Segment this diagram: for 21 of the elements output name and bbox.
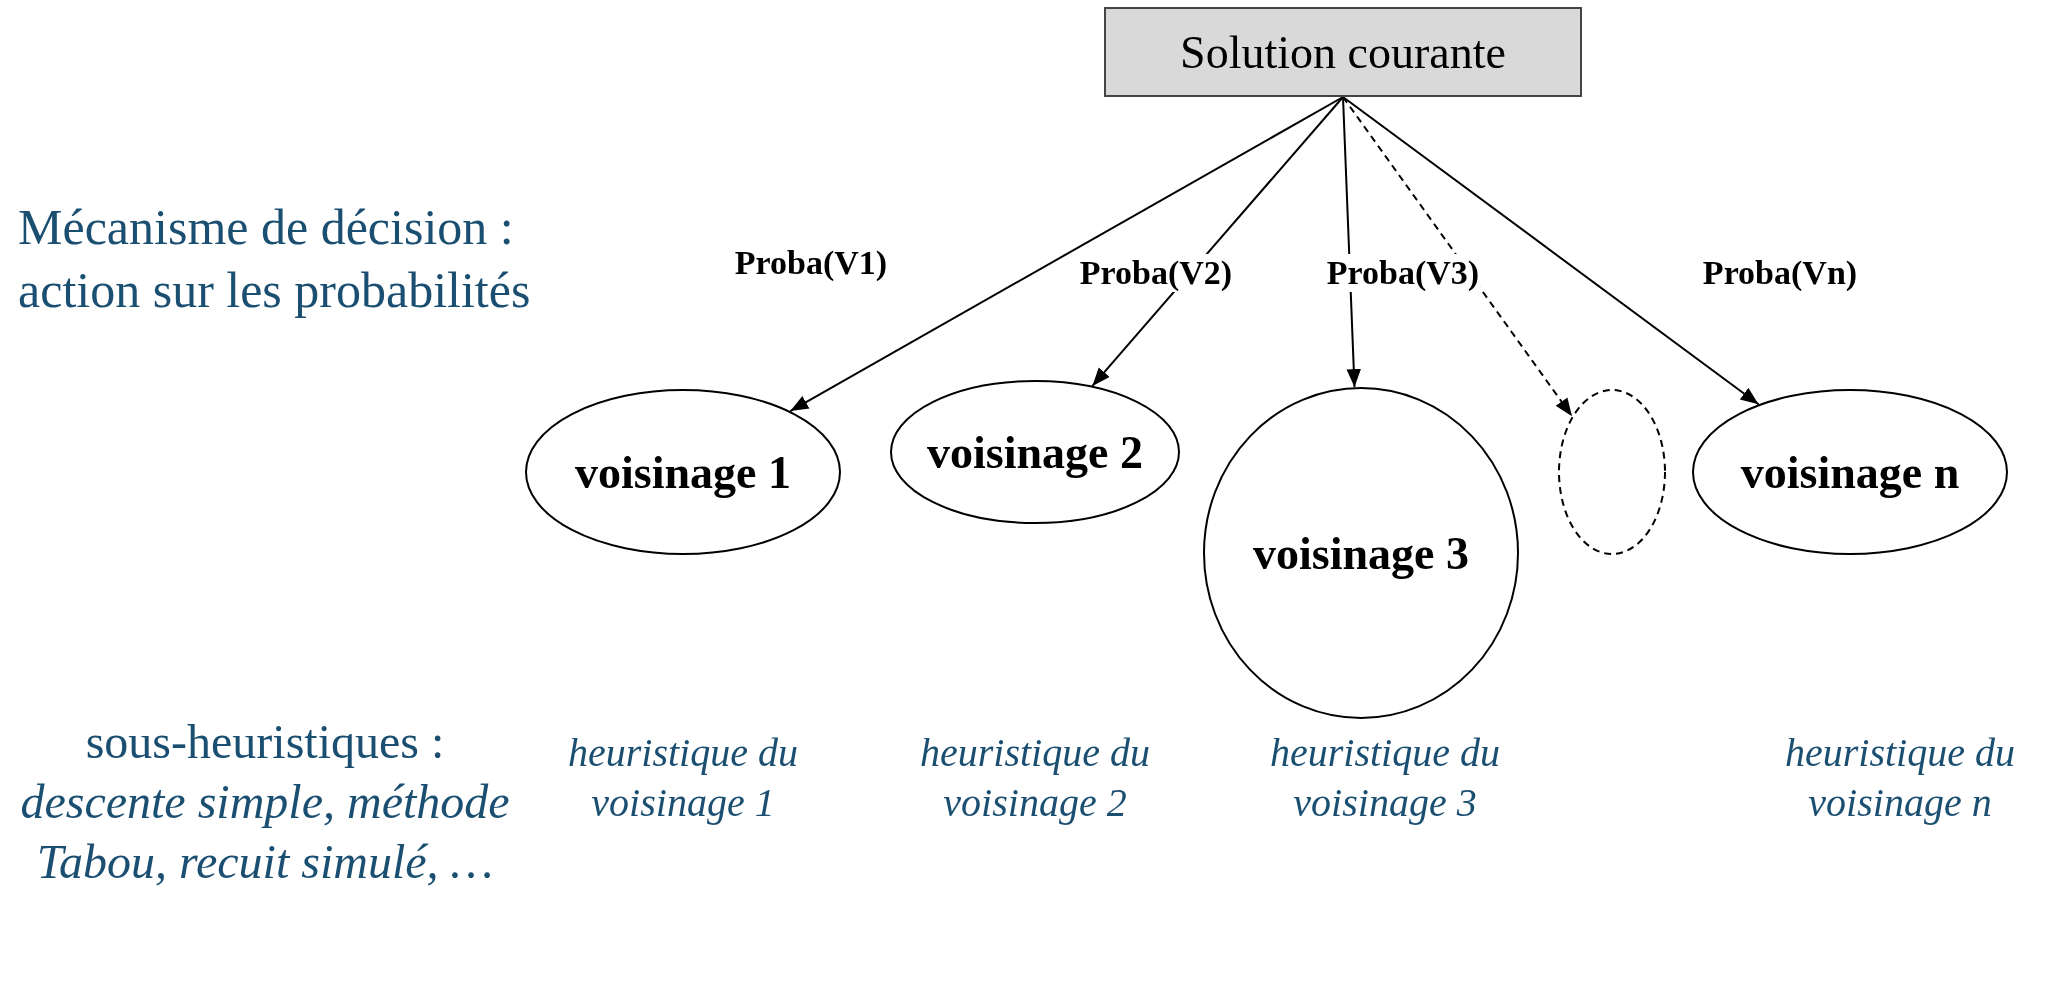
arrow [1342,96,1760,406]
node-label: voisinage 1 [575,445,791,499]
arrow [789,96,1344,413]
note-text: heuristique du voisinage 3 [1269,729,1501,827]
arrow [1342,96,1361,389]
dashed-ellipse [1558,389,1666,555]
note-text: heuristique du voisinage n [1784,729,2016,827]
node-label: voisinage n [1740,445,1960,499]
ellipse-node [1692,389,2008,555]
note-text: heuristique du voisinage 1 [567,729,799,827]
node-label: voisinage 2 [927,425,1143,479]
ellipse-node [890,380,1180,524]
edge-label: Proba(V3) [1324,254,1482,292]
process-box: Solution courante [1104,7,1582,97]
ellipse-node [525,389,841,555]
dashed-arrow [1342,96,1573,418]
node-label: voisinage 3 [1253,526,1469,580]
note-text: Mécanisme de décision : action sur les probabilités [18,198,532,320]
note-text: heuristique du voisinage 2 [919,729,1151,827]
ellipse-node [1203,387,1519,719]
note-text: sous-heuristiques : descente simple, méthode Tabou, recuit simulé, … [19,714,511,890]
